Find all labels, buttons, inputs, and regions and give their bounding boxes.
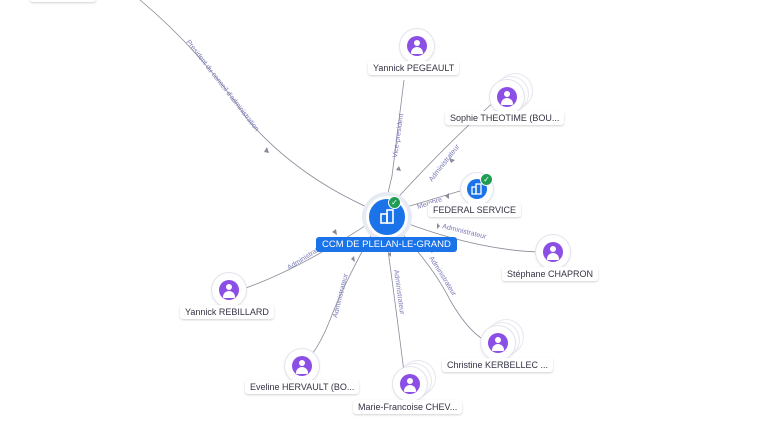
verified-check-icon: ✓ (480, 173, 493, 186)
person-label-theotime[interactable]: Sophie THEOTIME (BOU... (445, 111, 565, 125)
person-node-chapron[interactable] (536, 235, 570, 269)
edge-label-vice-president: Vice-president (392, 113, 405, 158)
center-company-label[interactable]: CCM DE PLELAN-LE-GRAND (316, 237, 457, 252)
person-node-theotime[interactable] (490, 74, 532, 114)
federal-service-label[interactable]: FEDERAL SERVICE (428, 203, 522, 217)
edge-label-admin-theotime: Administrateur (428, 143, 462, 183)
edge-label-admin-hervault: Administrateur (332, 272, 350, 318)
person-icon (292, 356, 312, 376)
person-label-hervault[interactable]: Eveline HERVAULT (BO... (245, 380, 360, 394)
center-pin (377, 226, 391, 235)
offscreen-node-label[interactable] (30, 0, 96, 2)
person-icon (400, 374, 420, 394)
verified-check-icon: ✓ (388, 196, 401, 209)
person-label-chapron[interactable]: Stéphane CHAPRON (502, 267, 599, 281)
person-node-pegeault[interactable] (400, 29, 434, 63)
person-label-rebillard[interactable]: Yannick REBILLARD (180, 305, 274, 319)
person-label-pegeault[interactable]: Yannick PEGEAULT (368, 61, 460, 75)
person-node-chev[interactable] (393, 361, 435, 401)
person-node-hervault[interactable] (285, 349, 319, 383)
edge-label-admin-kerbellec: Administrateur (427, 255, 457, 298)
person-node-kerbellec[interactable] (481, 320, 523, 360)
edge-president (139, 0, 384, 215)
person-icon (488, 333, 508, 353)
building-icon (471, 183, 482, 195)
person-node-rebillard[interactable] (212, 273, 246, 307)
person-icon (497, 87, 517, 107)
person-icon (219, 280, 239, 300)
person-icon (543, 242, 563, 262)
person-label-chev[interactable]: Marie-Francoise CHEV... (353, 400, 463, 414)
edge-label-president: President du conseil d'administration (184, 39, 260, 133)
building-icon (380, 209, 394, 224)
edge-rebillard (239, 213, 384, 291)
person-icon (407, 36, 427, 56)
person-label-kerbellec[interactable]: Christine KERBELLEC ... (442, 358, 554, 372)
